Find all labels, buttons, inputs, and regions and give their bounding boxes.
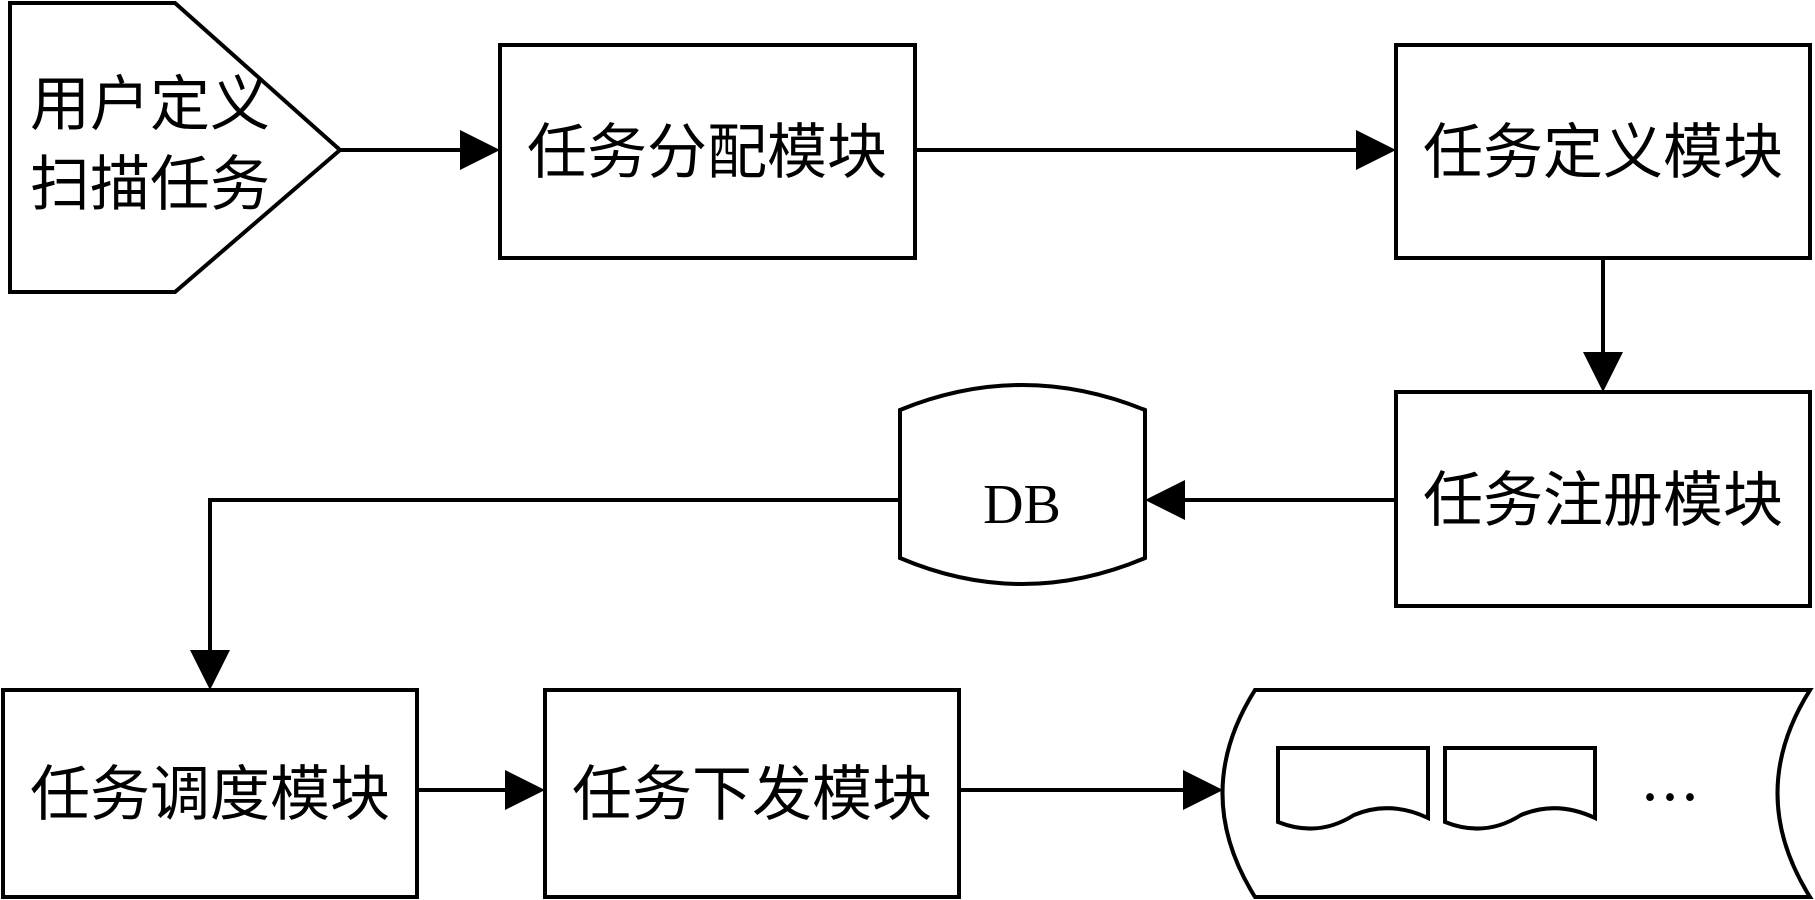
arrow-head-icon [190,650,230,690]
scheduling-module-box [1,688,419,899]
user-task-label-line1: 用户定义 [30,70,270,140]
allocation-module-node: 任务分配模块 [498,43,917,260]
task-queue-node: … [1220,688,1814,899]
database-cylinder [898,383,1147,586]
document-icon-2 [1443,746,1597,831]
scheduling-module-label: 任务调度模块 [30,760,390,830]
user-task-shape [8,1,344,294]
allocation-module-label: 任务分配模块 [527,118,887,188]
arrow-head-icon [1145,480,1185,520]
dispatch-module-label: 任务下发模块 [572,760,932,830]
registration-module-label: 任务注册模块 [1423,466,1783,536]
edge-db-to-scheduling [208,498,900,652]
arrow-head-icon [1583,352,1623,392]
arrow-head-icon [460,130,500,170]
connectors [190,130,1623,810]
user-task-node: 用户定义 扫描任务 [8,1,344,294]
arrow-head-icon [505,770,545,810]
definition-module-box [1394,43,1812,260]
document-icon-1 [1276,746,1430,831]
queue-ellipsis: … [1640,745,1700,815]
scheduling-module-node: 任务调度模块 [1,688,419,899]
dispatch-module-box [543,688,961,899]
allocation-module-box [498,43,917,260]
user-task-label-line2: 扫描任务 [30,150,270,220]
registration-module-node: 任务注册模块 [1394,390,1812,608]
database-node: DB [898,383,1147,586]
arrow-head-icon [1183,770,1223,810]
definition-module-label: 任务定义模块 [1423,118,1783,188]
definition-module-node: 任务定义模块 [1394,43,1812,260]
database-label: DB [983,474,1061,536]
arrow-head-icon [1356,130,1396,170]
dispatch-module-node: 任务下发模块 [543,688,961,899]
